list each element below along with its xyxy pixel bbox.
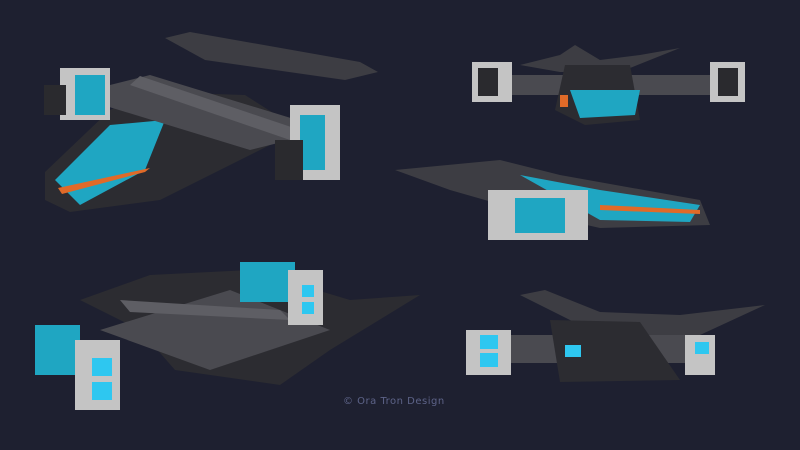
ship-view-top — [472, 45, 745, 125]
ship-view-rear — [466, 290, 765, 382]
ship-view-side — [395, 160, 710, 240]
ship-view-perspective-rear — [35, 262, 420, 410]
copyright-watermark: © Ora Tron Design — [343, 396, 445, 407]
ship-view-perspective-front — [44, 32, 378, 212]
